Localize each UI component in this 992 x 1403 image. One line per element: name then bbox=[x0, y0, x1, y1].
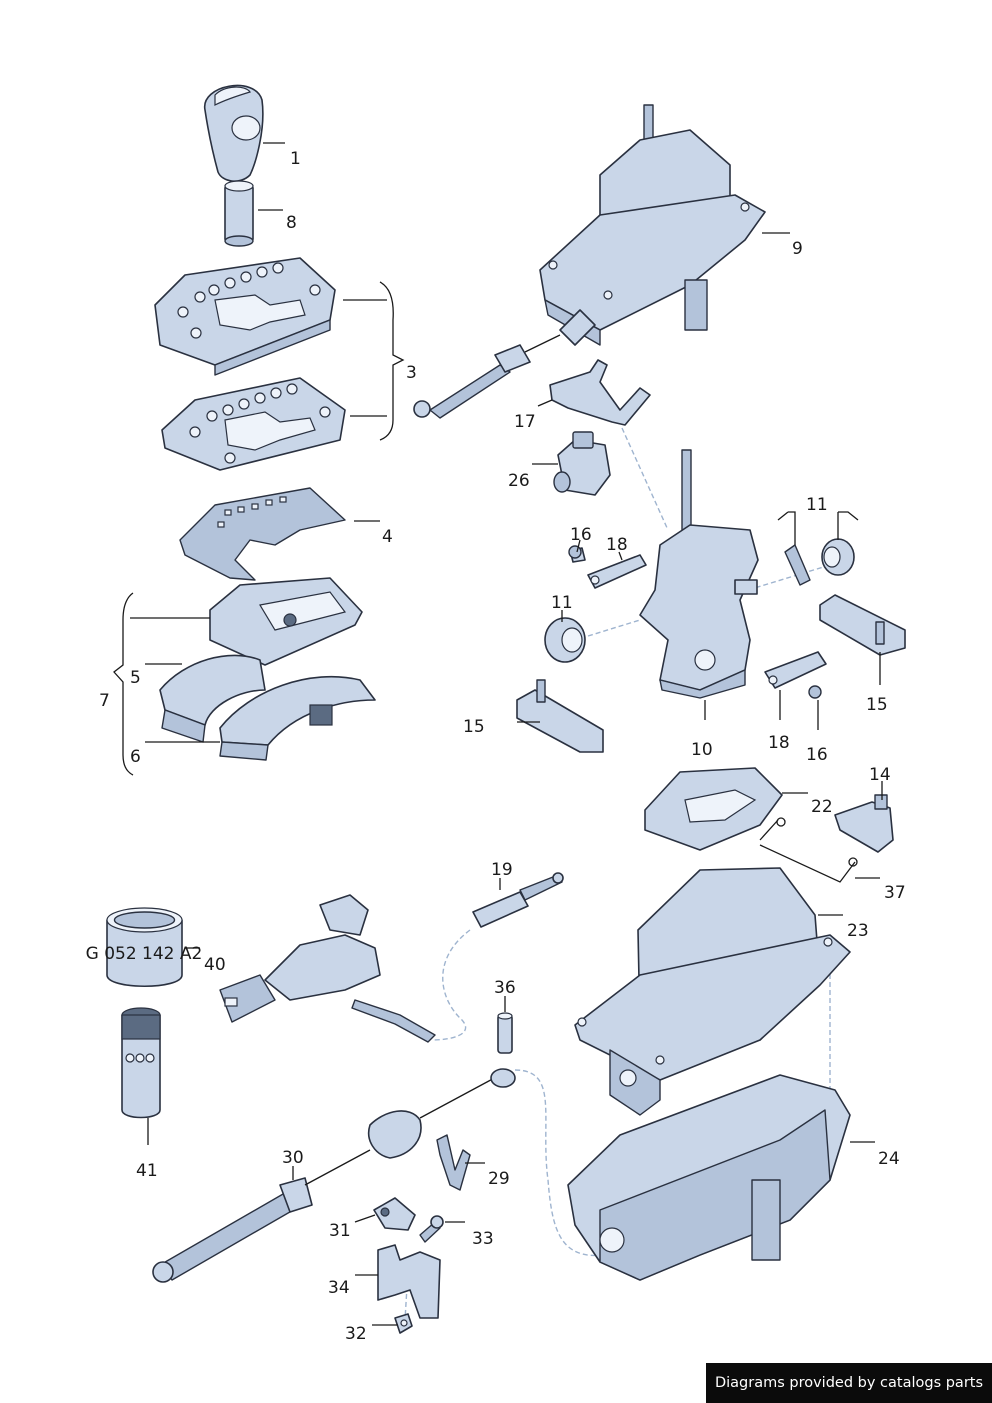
part-30-shift-cable bbox=[152, 1068, 516, 1283]
callout-6: 6 bbox=[130, 747, 141, 767]
callout-5: 5 bbox=[130, 668, 141, 688]
callout-4: 4 bbox=[382, 527, 393, 547]
part-19-cable-end bbox=[472, 872, 564, 928]
callout-18-upper: 18 bbox=[606, 535, 628, 555]
ignition-lock-assembly bbox=[219, 894, 436, 1043]
callout-14: 14 bbox=[869, 765, 891, 785]
part-1-shift-knob bbox=[204, 84, 264, 182]
part-36-pin bbox=[497, 1012, 513, 1054]
part-26-solenoid bbox=[553, 431, 611, 496]
callout-15-right: 15 bbox=[866, 695, 888, 715]
part-29-clip bbox=[436, 1134, 471, 1191]
callout-1: 1 bbox=[290, 149, 301, 169]
callout-40: 40 bbox=[204, 955, 226, 975]
callout-23: 23 bbox=[847, 921, 869, 941]
callout-leader-lines bbox=[113, 142, 883, 1326]
callout-22: 22 bbox=[811, 797, 833, 817]
callout-16-lower: 16 bbox=[806, 745, 828, 765]
callout-11-left: 11 bbox=[551, 593, 573, 613]
callout-7: 7 bbox=[99, 691, 110, 711]
part-14-switch bbox=[834, 794, 894, 853]
part-31-bracket-block bbox=[373, 1197, 416, 1231]
part-9-housing bbox=[413, 104, 766, 419]
callout-8: 8 bbox=[286, 213, 297, 233]
callout-10: 10 bbox=[691, 740, 713, 760]
assembly-guide-lines bbox=[404, 427, 831, 1321]
callout-15-left: 15 bbox=[463, 717, 485, 737]
callout-30: 30 bbox=[282, 1148, 304, 1168]
part-40-ring: G 052 142 A2 bbox=[86, 907, 203, 987]
callout-26: 26 bbox=[508, 471, 530, 491]
part-16-screw-lower bbox=[808, 685, 822, 699]
part-11-roller-right bbox=[784, 538, 855, 586]
part-16-screw-upper bbox=[568, 545, 586, 563]
part-18-link-lower bbox=[764, 651, 827, 689]
diagram-credit-banner: Diagrams provided by catalogs parts bbox=[706, 1363, 992, 1403]
part-41-tube bbox=[121, 1007, 161, 1119]
part-40-code-text: G 052 142 A2 bbox=[86, 944, 203, 964]
callout-3: 3 bbox=[406, 363, 417, 383]
part-32-nut bbox=[394, 1313, 413, 1334]
callout-17: 17 bbox=[514, 412, 536, 432]
part-34-mount-bracket bbox=[377, 1244, 441, 1319]
part-6-slider bbox=[219, 676, 376, 761]
part-23-housing bbox=[574, 867, 851, 1116]
callout-34: 34 bbox=[328, 1278, 350, 1298]
callout-41: 41 bbox=[136, 1161, 158, 1181]
callout-labels: 1 8 3 4 5 7 6 9 17 26 11 16 18 11 15 15 … bbox=[99, 149, 906, 1344]
callout-31: 31 bbox=[329, 1221, 351, 1241]
part-7-slide-frame bbox=[209, 577, 363, 666]
part-3-upper-cover bbox=[154, 257, 336, 376]
callout-16-upper: 16 bbox=[570, 525, 592, 545]
part-15-block-right bbox=[819, 594, 906, 656]
part-15-block-left bbox=[516, 679, 604, 753]
callout-9: 9 bbox=[792, 239, 803, 259]
part-33-bolt bbox=[419, 1215, 444, 1243]
part-22-cover-plate bbox=[644, 767, 783, 851]
part-37-spring-wire bbox=[759, 817, 858, 883]
part-8-sleeve bbox=[224, 180, 254, 247]
callout-32: 32 bbox=[345, 1324, 367, 1344]
callout-18-lower: 18 bbox=[768, 733, 790, 753]
part-17-bracket bbox=[549, 359, 651, 426]
callout-29: 29 bbox=[488, 1169, 510, 1189]
part-11-roller-left bbox=[544, 617, 586, 663]
part-4-gasket bbox=[179, 487, 346, 581]
callout-11-right: 11 bbox=[806, 495, 828, 515]
callout-24: 24 bbox=[878, 1149, 900, 1169]
part-10-lever-assembly bbox=[639, 449, 759, 699]
callout-36: 36 bbox=[494, 978, 516, 998]
callout-33: 33 bbox=[472, 1229, 494, 1249]
callout-19: 19 bbox=[491, 860, 513, 880]
callout-37: 37 bbox=[884, 883, 906, 903]
part-24-lower-housing bbox=[567, 1074, 851, 1281]
part-18-link-upper bbox=[587, 554, 647, 589]
part-3-lower-cover bbox=[161, 377, 346, 471]
